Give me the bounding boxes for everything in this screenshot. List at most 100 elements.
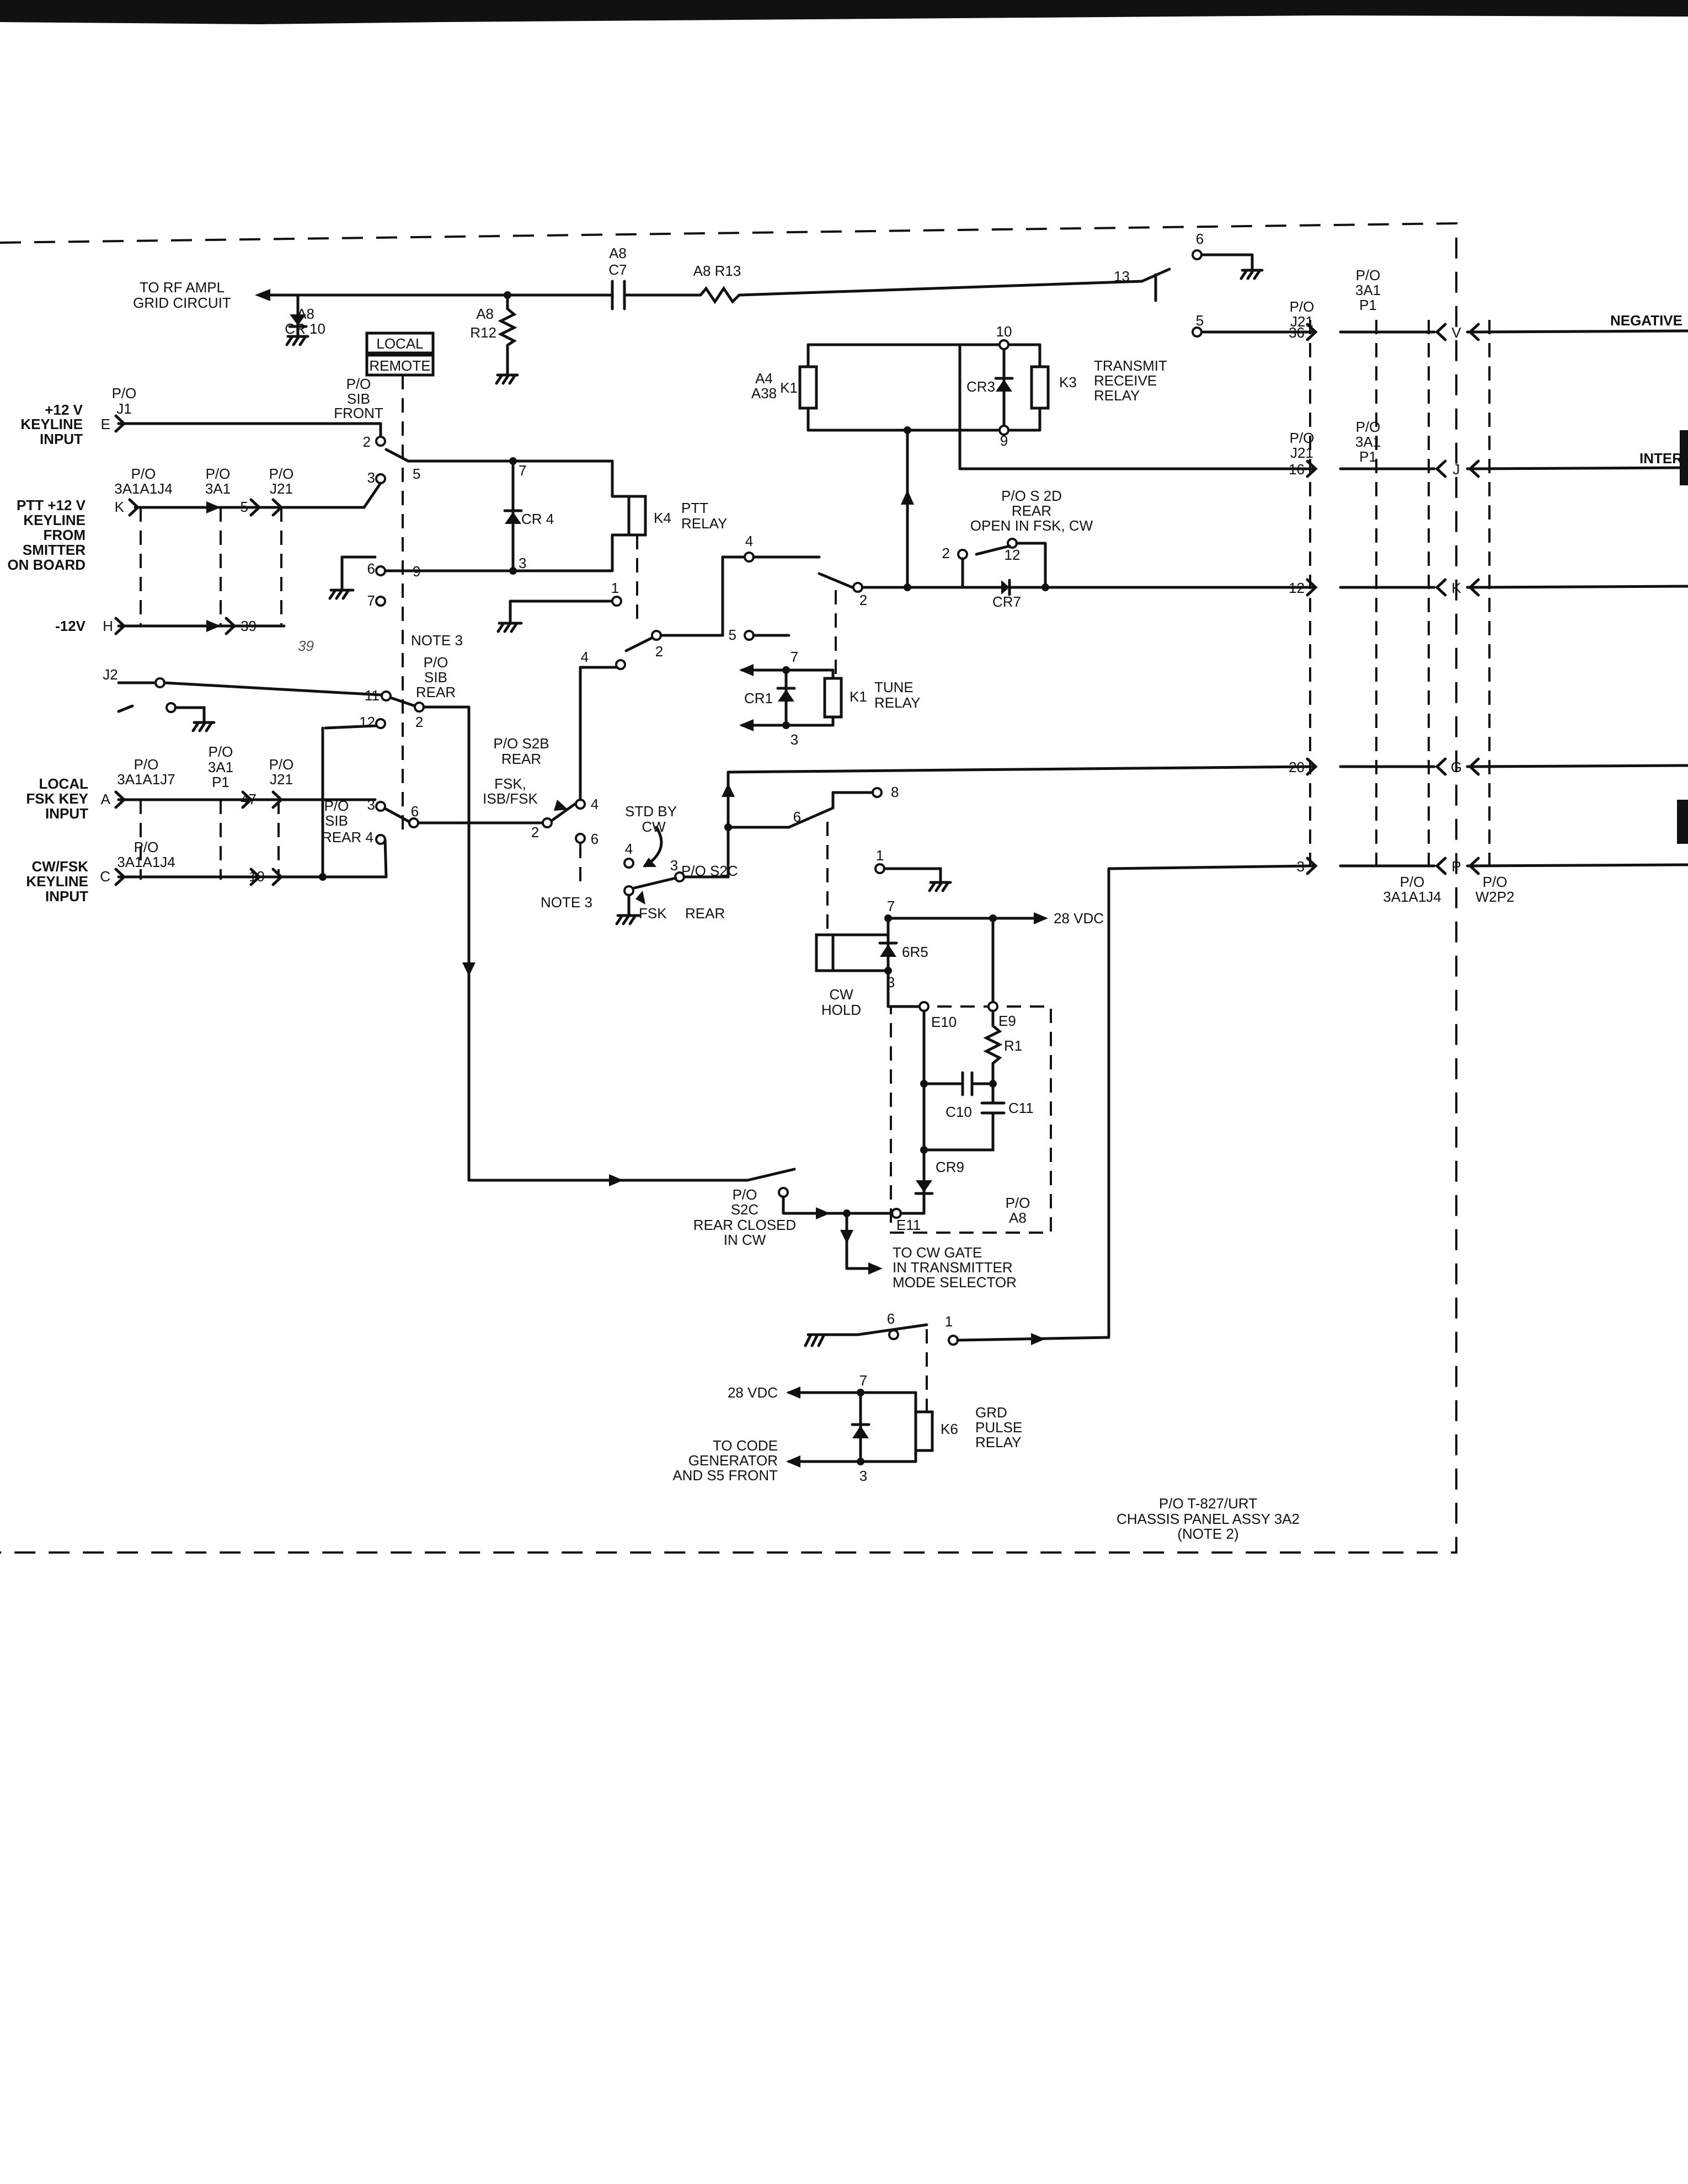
relay-a4-k1-coil [798,365,818,410]
label-c11: C11 [1008,1100,1034,1116]
label-sib-front: FRONT [334,405,383,421]
label-cr7: CR7 [992,593,1021,610]
label-s2b-rear: REAR [501,751,541,767]
contact-6 [375,565,386,576]
sib-rear-blade [389,696,416,708]
pin-cw-hold-1: 1 [876,847,884,864]
chevron-j21-b [271,790,284,809]
scan-mark-right [1680,430,1688,485]
label-po-j21-b: P/O [269,756,294,773]
label-inter: INTER [1639,450,1682,467]
chevron-a [114,790,126,809]
label-chassis-3: (NOTE 2) [1177,1525,1238,1542]
k4-contact-1 [611,596,622,607]
node-tune-top [782,666,790,674]
chevron-20 [1306,757,1318,776]
s2b-blade [550,802,576,822]
label-generator: GENERATOR [688,1452,778,1469]
node-cwfsk [319,873,327,881]
arrow-up-g [722,783,735,797]
label-j21-r: J21 [1290,313,1313,330]
chevron-j21-c [271,868,284,886]
wire-p-top [1107,864,1315,870]
pin-sib-5: 5 [413,465,420,482]
pin-s2d-12: 12 [1005,547,1021,563]
diode-cr9 [916,1180,932,1192]
label-po-3a1a1j4-a: P/O [131,465,156,482]
arrow-rf-out [255,289,270,301]
label-28vdc: 28 VDC [1054,910,1104,927]
relay-k4-coil [627,495,647,537]
pin-k4-2: 2 [655,643,663,660]
sib-front-blade [384,448,410,463]
label-std-by-cw: CW [642,818,666,835]
wire-contact-3 [362,481,382,509]
label-k4: K4 [654,510,671,526]
arrow-down-sib [462,962,476,976]
pin-k6-3: 3 [859,1468,867,1484]
arrow-minus12-3a1 [206,620,221,632]
label-k4-relay: RELAY [681,515,727,532]
pin-top-6: 6 [1196,231,1204,247]
label-po-3a1p1-r2: P/O [1356,419,1381,435]
relay-k1-tune-coil [823,677,843,719]
label-fsk-key: FSK KEY [26,790,88,807]
pin-5-left: 5 [241,499,248,515]
label-12v: +12 V [45,402,83,418]
pin-19: 19 [249,868,265,885]
scan-edge-top [0,0,1688,24]
label-fsk: FSK [639,905,667,922]
label-3a1a1j4-right: 3A1A1J4 [1383,888,1441,905]
label-cr10: CR 10 [285,320,325,337]
pin-sw-4: 4 [591,796,599,812]
label-3a1p1-p1: P1 [212,774,229,790]
label-std-by: STD BY [625,803,677,820]
diode-6r5 [880,944,896,957]
label-s2c-closed: REAR CLOSED [693,1217,796,1233]
node-tune-bottom [782,721,790,729]
chevron-e [114,414,126,433]
pin-k1-5: 5 [729,627,736,643]
arrow-28vdc [1034,912,1048,924]
pin-cw-hold-8: 8 [891,784,899,800]
node-c11 [920,1146,928,1154]
pin-12: 12 [1289,580,1305,596]
ground-6-icon [1240,253,1264,280]
label-note3: NOTE 3 [411,632,463,649]
label-3a1p1-r: 3A1 [1355,282,1381,298]
chevron-c [114,868,126,886]
ground-cwhold-icon [883,867,952,892]
label-and-s5: AND S5 FRONT [672,1467,778,1484]
chevron-39 [225,617,237,635]
diode-cr10 [290,314,306,325]
wire-rear4 [383,838,388,879]
resistor-r12 [498,293,517,377]
remote-box [365,354,435,377]
label-ptt-keyline: KEYLINE [23,512,86,528]
relay-k3-coil [1030,365,1050,410]
pin-16: 16 [1289,461,1305,478]
pin-j: J [1453,461,1460,478]
pin-k1-4: 4 [745,533,753,549]
pin-k1-2: 2 [859,592,867,608]
pin-top-5: 5 [1196,312,1204,329]
k6-contact-6 [888,1329,899,1340]
label-s2c-po: P/O [733,1186,757,1203]
label-chassis-2: CHASSIS PANEL ASSY 3A2 [1117,1511,1300,1527]
label-cw-gate-3: MODE SELECTOR [893,1274,1017,1291]
ground-sib6-icon [328,555,355,600]
pin-sib-7: 7 [367,592,375,609]
chevron-j-a [1435,459,1447,478]
pin-36: 36 [1289,324,1305,341]
chevron-p-a [1435,857,1447,875]
label-po-3a1-a: P/O [206,465,231,482]
label-6r5: 6R5 [902,944,928,960]
chevron-g-b [1468,757,1480,776]
arrow-std-by-head [643,858,656,867]
node-cr7 [1041,584,1049,591]
label-e11: E11 [896,1217,921,1233]
label-grid-circuit: GRID CIRCUIT [133,295,231,311]
arrow-e11 [816,1207,830,1219]
sib-rear-contact-12 [375,718,386,729]
label-po-s2d: P/O S 2D [1001,488,1062,504]
